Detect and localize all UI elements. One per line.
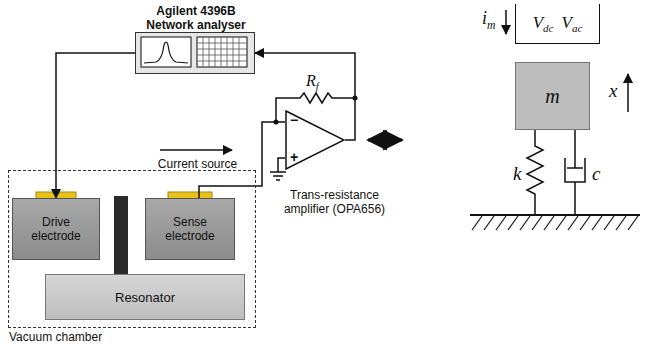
- current-arrow: [160, 149, 232, 151]
- resonator-label: Resonator: [115, 290, 175, 305]
- electrode-label: Sense electrode: [155, 215, 225, 243]
- ground-line: [470, 214, 640, 216]
- subscript: dc: [543, 22, 553, 34]
- resonator-base: Resonator: [45, 274, 245, 320]
- vacuum-chamber: Vacuum chamberDrive electrodeSense elect…: [8, 170, 256, 328]
- signal-wire: [56, 53, 135, 198]
- spring-symbol: [527, 130, 543, 215]
- displacement-symbol: x: [609, 80, 617, 102]
- network-analyser: Agilent 4396B Network analyser: [135, 32, 255, 74]
- damper-symbol-label: c: [592, 163, 600, 185]
- mass-symbol: m: [545, 85, 559, 108]
- sense-electrode: Sense electrode: [145, 198, 235, 260]
- drive-electrode: Drive electrode: [12, 198, 100, 260]
- mass-block: m: [515, 62, 590, 130]
- voltage-symbol: Vdc: [533, 13, 554, 34]
- amplifier-label: Trans-resistance amplifier (OPA656): [272, 188, 397, 216]
- pin-sign: +: [290, 149, 298, 165]
- subscript: ac: [572, 22, 582, 34]
- ground-symbol: [270, 158, 286, 180]
- resistor-label: Rf: [306, 72, 319, 92]
- spring-symbol-label: k: [513, 163, 521, 185]
- analyser-panel: [136, 33, 253, 72]
- ground-hatch: [472, 216, 638, 230]
- signal-label: Current source: [150, 157, 245, 171]
- subscript: m: [487, 19, 495, 32]
- displacement-arrow: [627, 74, 629, 112]
- resonator-beam: [114, 196, 128, 276]
- current-arrow: [505, 10, 507, 34]
- pin-sign: −: [290, 112, 298, 128]
- equivalence-arrow: [368, 139, 402, 142]
- electrode-label: Drive electrode: [21, 215, 91, 243]
- op-amp: −+Trans-resistance amplifier (OPA656): [285, 110, 345, 170]
- voltage-source: Vdc Vac: [515, 4, 600, 44]
- subscript: f: [316, 81, 319, 92]
- damper-symbol: [565, 130, 585, 215]
- voltage-symbol: Vac: [562, 13, 583, 34]
- chamber-label: Vacuum chamber: [9, 330, 102, 344]
- current-symbol: im: [482, 8, 495, 32]
- instrument-label: Agilent 4396B Network analyser: [136, 4, 256, 32]
